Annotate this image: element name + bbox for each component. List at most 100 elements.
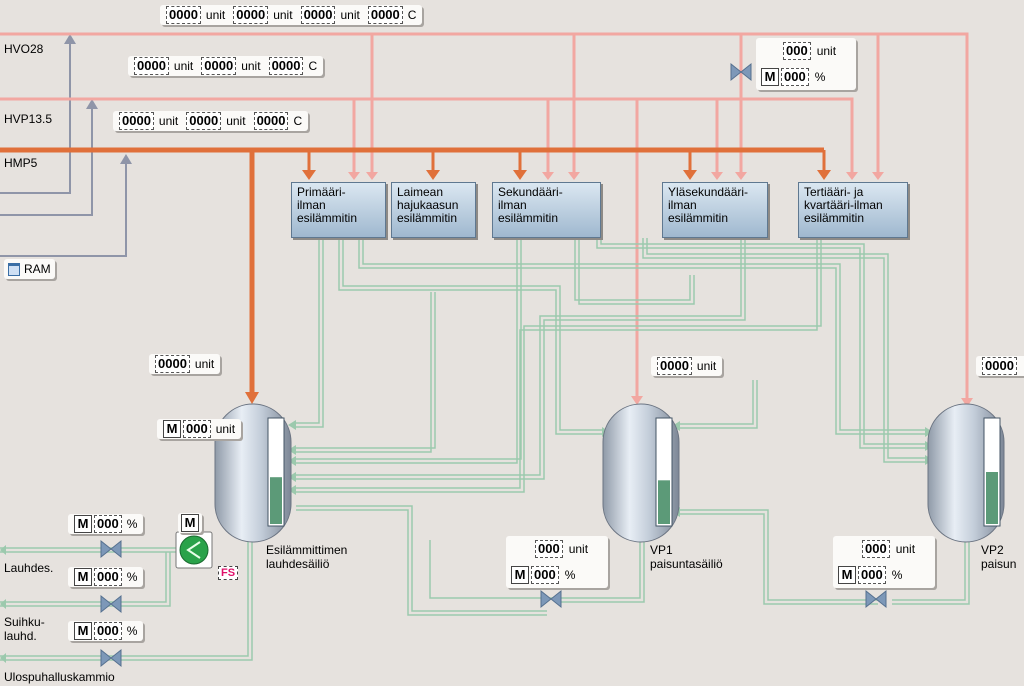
ram-label: RAM [24,262,51,276]
line-label-hvo28: HVO28 [4,42,44,56]
measurement-value[interactable]: 0000 [155,355,190,373]
level-gauge-fill [270,477,282,524]
top-measurement-1: 0000 unit 0000 unit 0000 unit 0000 C [160,5,423,25]
line-label-hvp135: HVP13.5 [4,112,53,126]
unit-label: unit [194,357,215,371]
tank-2 [602,403,680,543]
level-gauge-fill [658,480,670,524]
valve-setpoint-value[interactable]: 000 [94,622,122,640]
level-value[interactable]: 000 [183,420,211,438]
unit-label: unit [568,542,589,556]
level-gauge-fill [986,472,998,524]
unit-label: unit [205,8,226,22]
unit-label: unit [895,542,916,556]
tank3-measurement: 0000 [976,356,1024,376]
measurement-value[interactable]: 0000 [186,112,222,130]
lp-arrows [348,172,973,407]
valve-position-value: 000 [862,540,890,558]
measurement-value[interactable]: 0000 [166,6,201,24]
measurement-value[interactable]: 0000 [268,57,304,75]
unit-label: unit [241,59,261,73]
heater-label: Yläsekundääri- ilman esilämmitin [668,185,749,225]
manual-mode-button[interactable]: M [74,568,92,586]
heater-label: Laimean hajukaasun esilämmitin [397,185,459,225]
tank1-measurement: 0000 unit [149,354,221,374]
heater-label: Primääri- ilman esilämmitin [297,185,358,225]
condensate-lines [0,238,970,661]
measurement-value[interactable]: 0000 [201,57,237,75]
window-icon [8,262,20,276]
valve-position-value: 000 [783,42,811,60]
tank-3 [927,403,1005,543]
top-measurement-3: 0000 unit 0000 unit 0000 C [113,111,309,131]
heater-primary-air[interactable]: Primääri- ilman esilämmitin [291,182,386,238]
unit-label: % [126,517,138,531]
measurement-value[interactable]: 0000 [982,357,1017,375]
ram-button[interactable]: RAM [4,259,55,279]
valve-setpoint-value[interactable]: 000 [781,68,809,86]
lp-steam-lines [0,32,969,402]
top-measurement-2: 0000 unit 0000 unit 0000 C [128,56,324,76]
heater-dilute-gas[interactable]: Laimean hajukaasun esilämmitin [391,182,476,238]
valve-setpoint-value[interactable]: 000 [94,515,122,533]
manual-mode-button[interactable]: M [838,566,856,584]
measurement-value[interactable]: 0000 [233,6,269,24]
tank3-name: VP2 paisun [981,543,1017,571]
manual-mode-button[interactable]: M [74,515,92,533]
valve-position-value: 000 [535,540,563,558]
measurement-value[interactable]: 0000 [134,57,169,75]
unit-label: unit [340,8,360,22]
pump-icon [175,531,213,569]
measurement-value[interactable]: 0000 [253,112,289,130]
unit-label: % [814,70,826,84]
unit-label: % [126,570,138,584]
measurement-value[interactable]: 0000 [300,6,336,24]
unit-label: % [891,568,903,582]
heater-label: Tertiääri- ja kvartääri-ilman esilämmiti… [804,185,883,225]
utility-lines [0,40,127,257]
unit-label: unit [215,422,236,436]
valve-setpoint-value[interactable]: 000 [858,566,886,584]
unit-label: C [293,114,303,128]
outlet-label-lauhdes: Lauhdes. [4,561,54,575]
manual-mode-button[interactable]: M [511,566,529,584]
unit-label: unit [173,59,194,73]
manual-mode-button[interactable]: M [74,622,92,640]
unit-label: unit [816,44,837,58]
outlet-label-suihkulauhd: Suihku- lauhd. [4,615,45,643]
valve-icons [100,62,887,668]
unit-label: % [564,568,576,582]
measurement-value[interactable]: 0000 [119,112,154,130]
manual-mode-button[interactable]: M [163,420,181,438]
unit-label: C [308,59,318,73]
measurement-value[interactable]: 0000 [657,357,692,375]
valve-setpoint-value[interactable]: 000 [94,568,122,586]
measurement-value[interactable]: 0000 [367,6,403,24]
hp-arrows [245,170,831,404]
manual-mode-button[interactable]: M [181,514,199,532]
unit-label: unit [273,8,293,22]
unit-label: unit [226,114,246,128]
fs-indicator[interactable]: FS [218,566,239,580]
heater-upper-secondary-air[interactable]: Yläsekundääri- ilman esilämmitin [662,182,768,238]
heater-secondary-air[interactable]: Sekundääri- ilman esilämmitin [492,182,601,238]
pump-mode-control: M [178,513,202,533]
tank2-name: VP1 paisuntasäiliö [650,543,723,571]
unit-label: C [407,8,417,22]
heater-tertiary-air[interactable]: Tertiääri- ja kvartääri-ilman esilämmiti… [798,182,908,238]
tank1-name: Esilämmittimen lauhdesäiliö [266,543,348,571]
hp-steam-lines [0,147,824,396]
unit-label: unit [158,114,179,128]
manual-mode-button[interactable]: M [761,68,779,86]
valve-setpoint-value[interactable]: 000 [531,566,559,584]
pump-start-button[interactable] [178,532,214,568]
